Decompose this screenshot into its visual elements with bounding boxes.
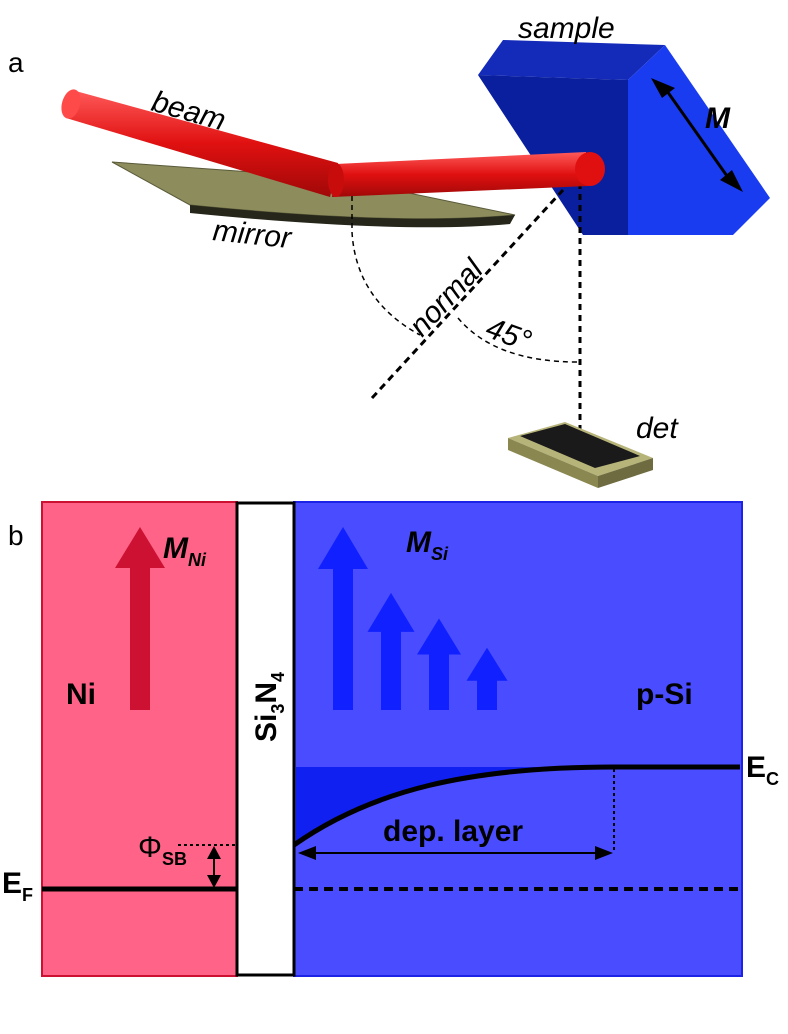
detector-label: det [636,412,679,445]
conduction-band-curve [292,764,615,848]
si-moment-arrows [318,527,508,710]
beam-tip [575,152,605,186]
ni-moment-arrow [115,527,165,710]
panel-b: b Ni MNi MSi Si3N4 p-Si [2,501,779,977]
magnetization-label: M [705,102,731,135]
si-moment-arrow [466,647,508,710]
beam-incoming [66,90,338,197]
sample-side-face [628,45,770,235]
fermi-level-label: EF [2,867,33,905]
barrier-label: Si3N4 [250,672,288,742]
depletion-fill [296,767,614,842]
panel-a: a [8,12,770,488]
si-moment-arrow [318,527,368,710]
mirror-label: mirror [211,214,293,255]
schottky-barrier-label: ΦSB [138,831,187,869]
arc-mirror [351,231,421,336]
detector-chip [520,424,640,468]
beam-reflected [332,152,588,197]
si-moment-arrow [367,592,415,710]
angle-label: 45° [482,312,536,359]
beam [61,89,605,197]
barrier-region [235,501,296,977]
si-region [293,501,743,977]
detector-base-front [508,438,598,488]
conduction-band-label: EC [746,751,779,789]
beam-end-cap [61,89,81,119]
panel-b-label: b [8,520,24,551]
si-moment-arrow [417,618,461,710]
magnetization-arrowhead-bottom [720,170,743,192]
magnetization-arrowhead-top [651,78,675,98]
detector-base-side [598,458,653,488]
normal-label: normal [403,252,491,343]
sample-label: sample [518,12,615,45]
angle-arc [457,317,579,363]
schottky-arrow-up [207,846,221,859]
si-moment-label: MSi [406,526,449,564]
si-label: p-Si [636,678,693,711]
mirror-edge [190,205,515,228]
detector [508,422,653,488]
depletion-arrow-right [595,846,613,860]
depletion-arrow-left [298,846,316,860]
ni-moment-label: MNi [163,532,207,570]
beam-joint [328,163,344,197]
sample-top-face [478,40,665,80]
panel-a-label: a [8,47,24,78]
sample-block [478,40,770,235]
magnetization-arrow [665,90,729,177]
ni-label: Ni [66,678,96,711]
schottky-arrow-down [207,875,221,888]
depletion-label: dep. layer [383,815,523,848]
